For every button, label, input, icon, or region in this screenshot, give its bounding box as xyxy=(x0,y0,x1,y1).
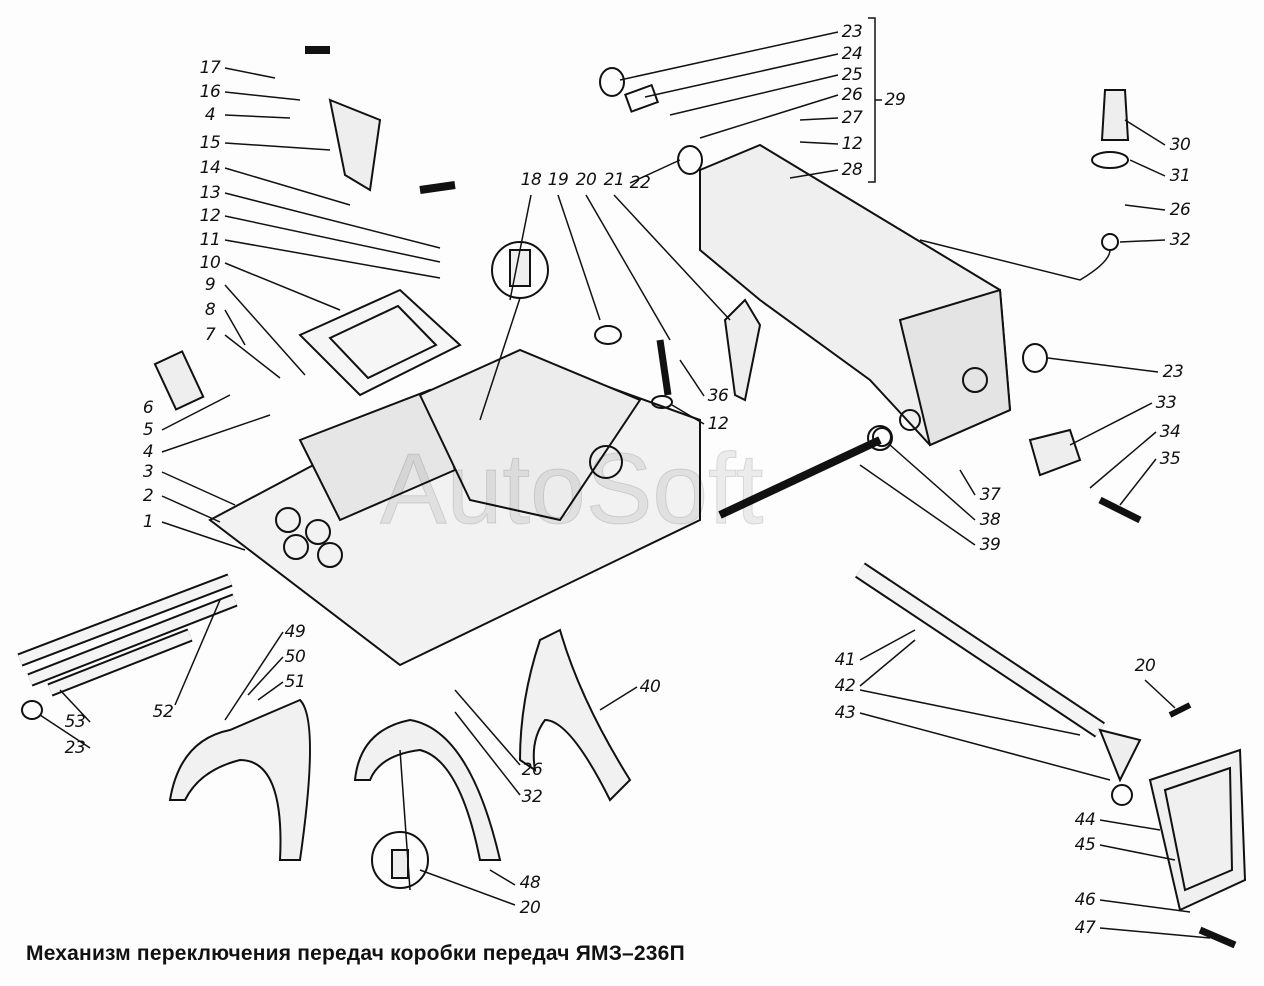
part-label: 44 xyxy=(1074,810,1096,830)
watermark: AutoSoft xyxy=(380,433,765,546)
part-label: 20 xyxy=(575,170,597,190)
part-label: 39 xyxy=(979,535,1001,555)
part-label: 52 xyxy=(152,702,174,722)
part-label: 20 xyxy=(519,898,541,918)
part-label: 5 xyxy=(142,420,154,440)
part-label: 47 xyxy=(1074,918,1096,938)
part-label: 36 xyxy=(707,386,729,406)
part-label: 38 xyxy=(979,510,1001,530)
part-label: 13 xyxy=(199,183,221,203)
part-label: 20 xyxy=(1134,656,1156,676)
part-label: 2 xyxy=(142,486,154,506)
part-label: 7 xyxy=(204,325,216,345)
shift-lever-housing xyxy=(699,143,1012,447)
part-label: 21 xyxy=(603,170,625,190)
part-label: 25 xyxy=(841,65,863,85)
part-label: 11 xyxy=(199,230,221,250)
lever-shaft-assembly xyxy=(855,562,1247,912)
part-label: 3 xyxy=(142,462,154,482)
part-label: 9 xyxy=(204,275,216,295)
part-label: 34 xyxy=(1159,422,1181,442)
link-rod xyxy=(718,436,882,519)
part-label: 35 xyxy=(1159,449,1181,469)
part-label: 42 xyxy=(834,676,856,696)
part-label: 26 xyxy=(841,85,863,105)
part-label: 12 xyxy=(841,134,863,154)
part-label: 24 xyxy=(841,44,863,64)
part-label: 14 xyxy=(199,158,221,178)
shift-forks xyxy=(168,628,632,889)
part-label: 32 xyxy=(1169,230,1191,250)
part-label: 41 xyxy=(834,650,856,670)
part-label: 16 xyxy=(199,82,221,102)
part-label: 48 xyxy=(519,873,541,893)
part-label: 46 xyxy=(1074,890,1096,910)
part-label: 53 xyxy=(64,712,86,732)
part-label: 23 xyxy=(841,22,863,42)
part-label: 32 xyxy=(521,787,543,807)
part-label: 37 xyxy=(979,485,1001,505)
part-label: 17 xyxy=(199,58,221,78)
part-label: 45 xyxy=(1074,835,1096,855)
part-label: 19 xyxy=(547,170,569,190)
part-label: 1 xyxy=(142,512,154,532)
part-label: 4 xyxy=(204,105,216,125)
part-label: 27 xyxy=(841,108,863,128)
part-label: 43 xyxy=(834,703,856,723)
part-label: 26 xyxy=(521,760,543,780)
leader-lines xyxy=(39,17,1211,939)
part-label: 40 xyxy=(639,677,661,697)
figure-caption: Механизм переключения передач коробки пе… xyxy=(26,942,685,965)
part-label: 8 xyxy=(204,300,216,320)
part-label: 15 xyxy=(199,133,221,153)
part-label: 49 xyxy=(284,622,306,642)
gearbox-cover xyxy=(208,348,701,667)
part-label: 51 xyxy=(284,672,306,692)
part-label: 30 xyxy=(1169,135,1191,155)
part-label: 23 xyxy=(64,738,86,758)
part-label: 18 xyxy=(520,170,542,190)
part-label: 26 xyxy=(1169,200,1191,220)
shift-rods xyxy=(17,573,238,720)
part-label: 10 xyxy=(199,253,221,273)
part-label: 22 xyxy=(629,173,651,193)
part-label: 33 xyxy=(1155,393,1177,413)
small-hardware xyxy=(153,46,1237,949)
part-label: 23 xyxy=(1162,362,1184,382)
part-label: 31 xyxy=(1169,166,1191,186)
part-label: 4 xyxy=(142,442,154,462)
part-label: 6 xyxy=(142,398,154,418)
part-label: 12 xyxy=(199,206,221,226)
part-label: 28 xyxy=(841,160,863,180)
gasket xyxy=(298,288,462,397)
part-label: 50 xyxy=(284,647,306,667)
part-label: 12 xyxy=(707,414,729,434)
part-label-group-29: 29 xyxy=(884,90,906,110)
